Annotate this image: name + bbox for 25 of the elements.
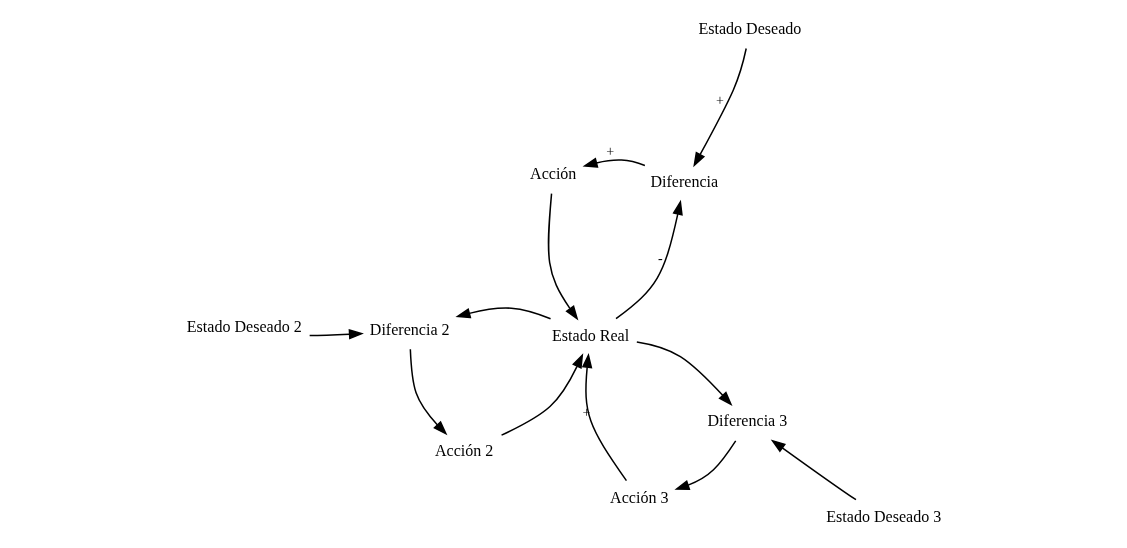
node-text: Estado Deseado xyxy=(697,19,801,37)
node-text: Estado Deseado 2 xyxy=(186,318,302,336)
node-text: Acción 3 xyxy=(609,488,668,506)
arrow xyxy=(614,199,683,320)
node-text: Diferencia 3 xyxy=(707,412,787,430)
arrow xyxy=(770,439,857,501)
node-text: Diferencia xyxy=(649,173,718,191)
node-text: Acción 2 xyxy=(434,441,493,459)
node-text: Diferencia 2 xyxy=(369,320,450,338)
edge-label: - xyxy=(657,249,663,266)
arrow xyxy=(581,352,627,482)
arrow xyxy=(308,329,364,340)
arrow xyxy=(582,157,646,168)
arrow xyxy=(692,47,747,168)
node-text: Estado Deseado 3 xyxy=(825,507,941,525)
arrow xyxy=(635,341,732,407)
arrow xyxy=(547,192,578,321)
arrow xyxy=(409,348,447,436)
arrow xyxy=(500,353,583,436)
edge-label: + xyxy=(715,91,724,108)
node-text: Estado Real xyxy=(551,326,629,344)
arrow xyxy=(454,307,551,320)
edge-label: + xyxy=(605,143,614,160)
node-text: Acción xyxy=(529,165,576,183)
arrow xyxy=(673,440,736,490)
